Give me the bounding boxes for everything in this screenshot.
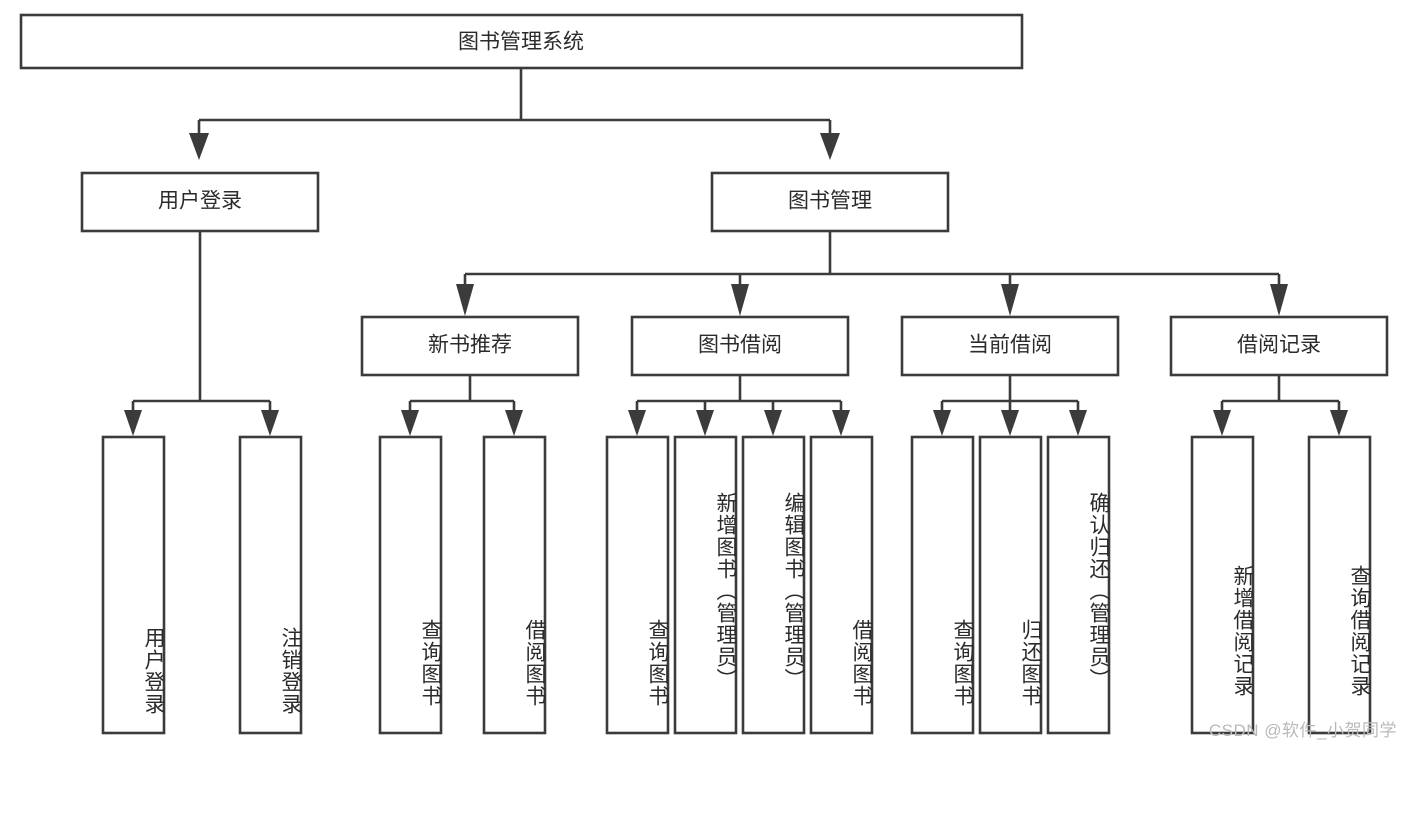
leaf-box-bookborrow-3[interactable] [741, 435, 806, 735]
arrowhead-to-user-login [189, 133, 209, 160]
leaf-box-bookborrow-4[interactable] [809, 435, 874, 735]
node-user-login-label: 用户登录 [158, 190, 242, 213]
node-current-borrow-label: 当前借阅 [968, 334, 1052, 357]
arrowhead-bookborrow-leaf-2 [696, 410, 714, 436]
leaf-box-bookborrow-1[interactable] [605, 435, 670, 735]
arrowhead-to-book-borrow [731, 284, 749, 316]
arrowhead-bookborrow-leaf-3 [764, 410, 782, 436]
node-book-management[interactable] [710, 171, 950, 233]
node-root-system-label: 图书管理系统 [458, 31, 584, 54]
arrowhead-bookborrow-leaf-4 [832, 410, 850, 436]
arrowhead-login-leaf-1 [124, 410, 142, 436]
arrowhead-currentborrow-leaf-2 [1001, 410, 1019, 436]
arrowhead-borrowrecord-leaf-1 [1213, 410, 1231, 436]
leaf-box-bookborrow-2[interactable] [673, 435, 738, 735]
leaf-box-user-login-2[interactable] [238, 435, 303, 735]
node-book-borrow-label: 图书借阅 [698, 334, 782, 357]
arrowhead-to-borrow-record [1270, 284, 1288, 316]
arrowhead-bookborrow-leaf-1 [628, 410, 646, 436]
node-book-borrow[interactable] [630, 315, 850, 377]
arrowhead-currentborrow-leaf-1 [933, 410, 951, 436]
arrowhead-login-leaf-2 [261, 410, 279, 436]
leaf-box-newbook-1[interactable] [378, 435, 443, 735]
leaf-box-currentborrow-3[interactable] [1046, 435, 1111, 735]
watermark-text: CSDN @软件_小贺同学 [1208, 721, 1397, 740]
node-root-system[interactable] [19, 13, 1024, 70]
leaf-box-borrowrecord-2[interactable] [1307, 435, 1372, 735]
node-current-borrow[interactable] [900, 315, 1120, 377]
arrowhead-newbook-leaf-2 [505, 410, 523, 436]
leaf-box-currentborrow-2[interactable] [978, 435, 1043, 735]
arrowhead-to-current-borrow [1001, 284, 1019, 316]
leaf-box-user-login-1[interactable] [101, 435, 166, 735]
arrowhead-borrowrecord-leaf-2 [1330, 410, 1348, 436]
leaf-box-newbook-2[interactable] [482, 435, 547, 735]
diagram-canvas: 图书管理系统 用户登录 图书管理 新书推荐 [19, 13, 1397, 740]
flowchart-svg: 图书管理系统 用户登录 图书管理 新书推荐 [19, 13, 1389, 735]
node-new-book-recommend-label: 新书推荐 [428, 334, 512, 357]
arrowhead-currentborrow-leaf-3 [1069, 410, 1087, 436]
node-new-book-recommend[interactable] [360, 315, 580, 377]
leaf-box-borrowrecord-1[interactable] [1190, 435, 1255, 735]
arrowhead-newbook-leaf-1 [401, 410, 419, 436]
node-borrow-record-label: 借阅记录 [1237, 334, 1321, 357]
node-borrow-record[interactable] [1169, 315, 1389, 377]
node-book-management-label: 图书管理 [788, 190, 872, 213]
arrowhead-to-book-mgmt [820, 133, 840, 160]
leaf-box-currentborrow-1[interactable] [910, 435, 975, 735]
arrowhead-to-new-book-rec [456, 284, 474, 316]
